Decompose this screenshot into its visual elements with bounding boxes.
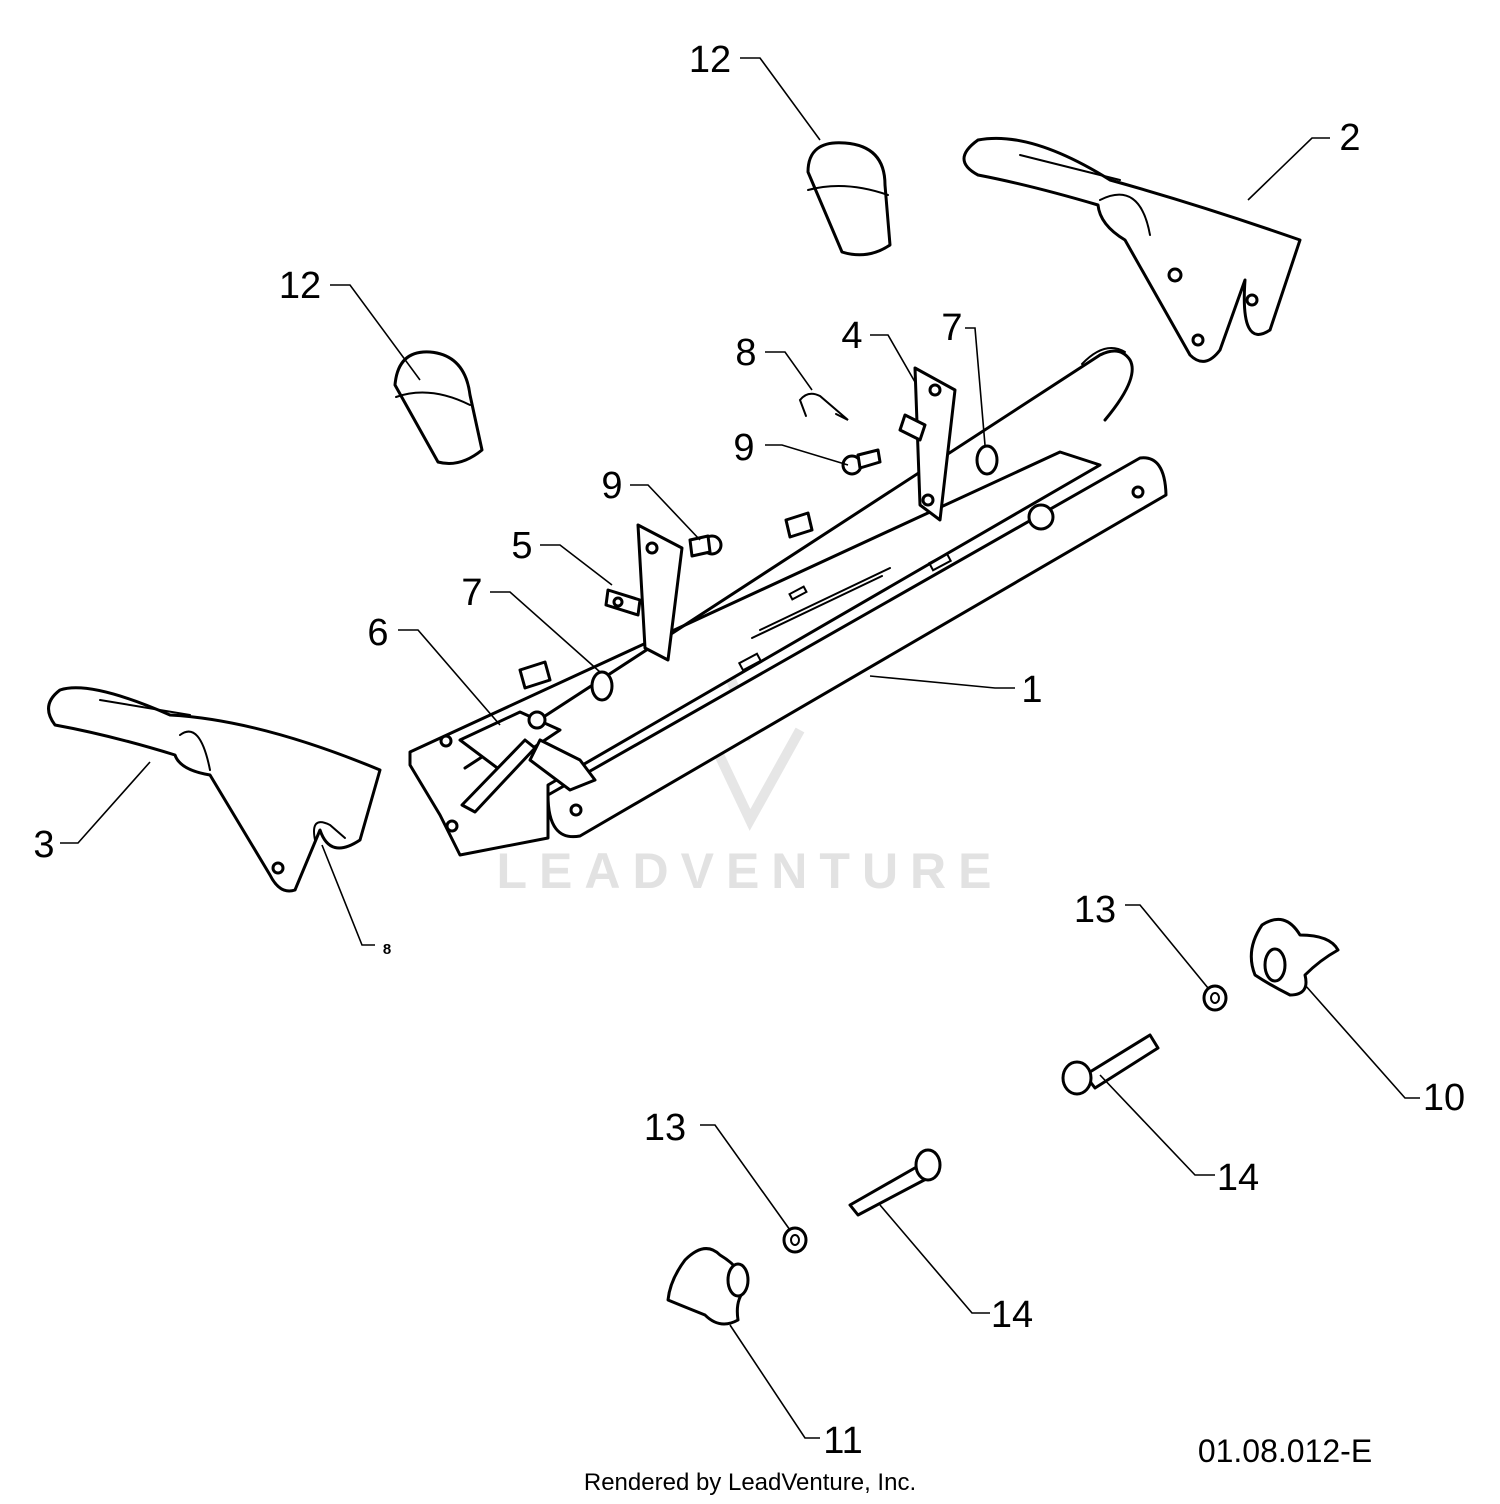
callout-6: 6 xyxy=(367,612,388,654)
callout-14-upper: 14 xyxy=(1217,1157,1259,1199)
leader-lines xyxy=(60,57,1420,1439)
part-6-linkage xyxy=(439,710,597,814)
callout-3: 3 xyxy=(33,824,54,866)
part-8-hairpin-clip xyxy=(798,392,849,421)
part-11-knob xyxy=(393,350,484,465)
callout-13-lower: 13 xyxy=(644,1107,686,1149)
render-credit: Rendered by LeadVenture, Inc. xyxy=(584,1469,916,1496)
callout-8-upper: 8 xyxy=(735,332,756,374)
callout-12-lower: 11 xyxy=(823,1420,862,1462)
watermark-text: LEADVENTURE xyxy=(496,843,1003,899)
frame-tab xyxy=(784,511,814,539)
part-14-carriage-bolt xyxy=(1061,1033,1160,1096)
part-2-handle xyxy=(962,136,1302,363)
part-7-spacer xyxy=(975,444,999,476)
callout-labels: 12 2 12 4 7 8 9 9 5 7 6 1 3 8 13 10 14 1… xyxy=(33,39,1465,1462)
part-13-washer xyxy=(1202,984,1228,1012)
part-12-star-knob xyxy=(1249,917,1340,997)
watermark-logo-icon xyxy=(700,722,805,831)
part-3-handle xyxy=(47,686,382,893)
callout-2: 2 xyxy=(1339,117,1360,159)
part-12-star-knob xyxy=(666,1247,750,1326)
callout-11: 12 xyxy=(279,265,321,307)
part-9-bolt xyxy=(841,448,882,476)
part-5-bracket xyxy=(604,523,684,662)
part-10-knob xyxy=(806,141,892,257)
part-13-washer xyxy=(782,1226,808,1254)
drawing-code: 01.08.012-E xyxy=(1198,1433,1372,1469)
part-7-spacer xyxy=(590,670,614,702)
part-1-frame xyxy=(408,450,1168,857)
part-14-carriage-bolt xyxy=(848,1148,942,1217)
callout-12-upper: 10 xyxy=(1423,1077,1465,1119)
callout-1: 1 xyxy=(1021,669,1042,711)
callout-5: 5 xyxy=(511,525,532,567)
callout-7-upper: 7 xyxy=(941,307,962,349)
frame-tab xyxy=(518,660,552,690)
callout-9-lower: 9 xyxy=(601,465,622,507)
callout-10: 12 xyxy=(689,39,731,81)
callout-8-lower: 8 xyxy=(383,941,391,958)
callout-13-upper: 13 xyxy=(1074,889,1116,931)
part-9-bolt xyxy=(688,534,723,558)
callout-7-lower: 7 xyxy=(461,572,482,614)
callout-14-lower: 14 xyxy=(991,1294,1033,1336)
callout-4: 4 xyxy=(841,315,862,357)
part-4-bracket xyxy=(898,366,957,522)
callout-9-upper: 9 xyxy=(733,427,754,469)
